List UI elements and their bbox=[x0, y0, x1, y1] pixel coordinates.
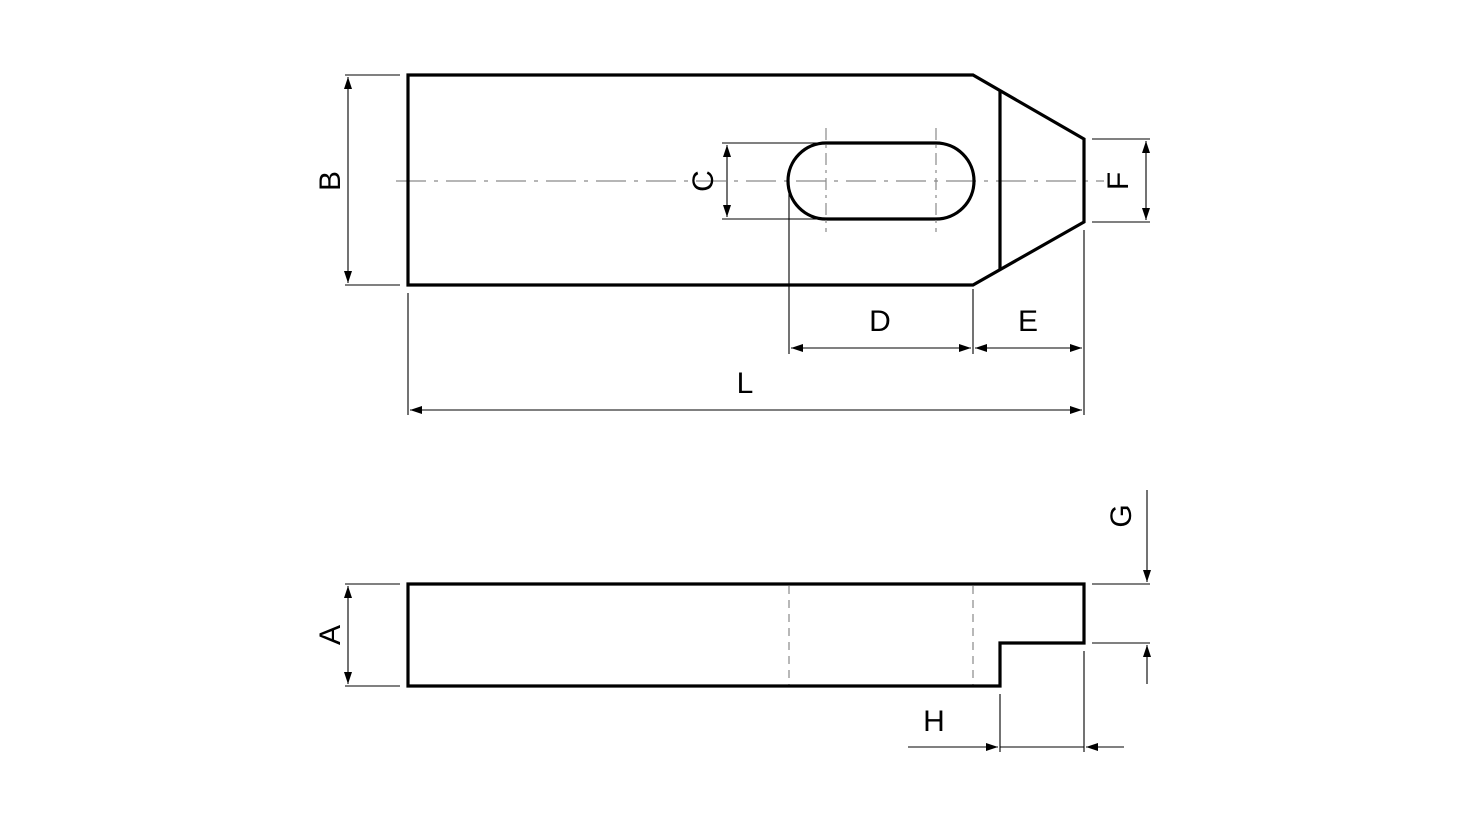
label-e: E bbox=[1018, 305, 1038, 338]
side-view: A G H bbox=[314, 490, 1151, 752]
top-view-outline bbox=[406, 73, 1086, 287]
label-l: L bbox=[737, 367, 754, 400]
label-d: D bbox=[869, 305, 891, 338]
top-view: B C F D E L bbox=[314, 73, 1150, 415]
label-b: B bbox=[314, 171, 347, 191]
label-g: G bbox=[1105, 504, 1138, 527]
slot bbox=[786, 141, 976, 221]
side-view-outline bbox=[406, 582, 1086, 688]
label-a: A bbox=[314, 625, 347, 645]
label-f: F bbox=[1102, 172, 1135, 190]
label-c: C bbox=[687, 170, 720, 192]
label-h: H bbox=[923, 705, 945, 738]
